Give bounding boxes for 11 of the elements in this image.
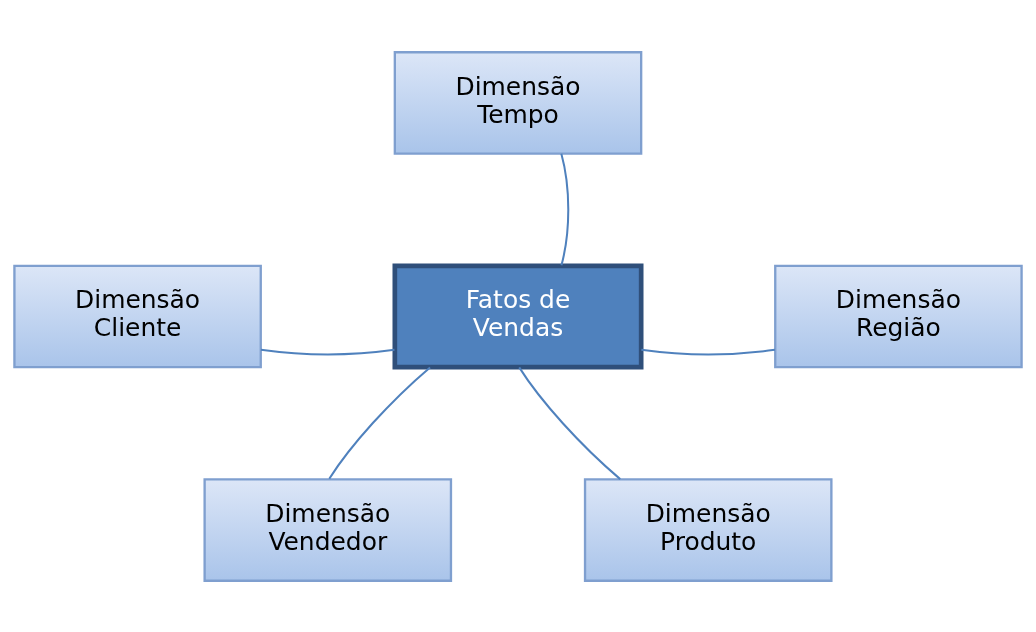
node-box: Fatos de Vendas — [392, 263, 644, 369]
connector — [518, 366, 621, 480]
connector — [641, 348, 776, 355]
connector — [560, 153, 570, 265]
node-box: Dimensão Região — [774, 264, 1023, 368]
node-box: Dimensão Tempo — [393, 50, 643, 155]
node-box: Dimensão Vendedor — [203, 477, 453, 582]
connector — [260, 348, 395, 355]
node-box: Dimensão Produto — [583, 477, 833, 582]
connector — [328, 366, 431, 479]
node-box: Dimensão Cliente — [13, 264, 262, 368]
